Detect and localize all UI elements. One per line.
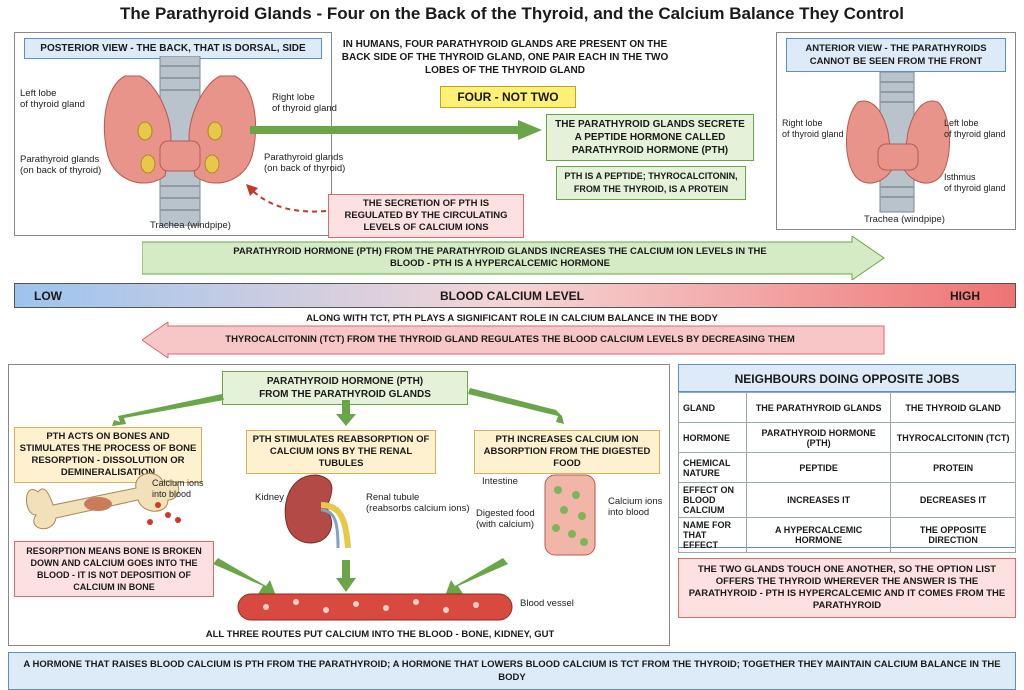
digested-food-label: Digested food (with calcium) — [476, 508, 535, 530]
bone-illustration — [26, 473, 181, 529]
comparison-table: GLAND THE PARATHYROID GLANDS THE THYROID… — [678, 392, 1016, 553]
table-cell: GLAND — [678, 392, 747, 423]
table-cell: EFFECT ON BLOOD CALCIUM — [678, 482, 747, 518]
blood-calcium-bar — [14, 283, 1016, 308]
kidney-label: Kidney — [255, 492, 285, 503]
parathyroid-gland — [207, 121, 223, 141]
table-cell: PEPTIDE — [745, 452, 892, 483]
table-row: NAME FOR THAT EFFECT A HYPERCALCEMIC HOR… — [678, 517, 1016, 553]
table-cell: INCREASES IT — [745, 482, 892, 518]
posterior-thyroid-illustration — [103, 56, 257, 226]
bone-route-box: PTH ACTS ON BONES AND STIMULATES THE PRO… — [14, 427, 202, 483]
table-cell: DECREASES IT — [890, 482, 1016, 518]
blood-vessel-illustration — [237, 593, 513, 621]
secrete-box: THE PARATHYROID GLANDS SECRETE A PEPTIDE… — [546, 114, 754, 161]
table-cell: THE THYROID GLAND — [890, 392, 1016, 423]
table-cell: CHEMICAL NATURE — [678, 452, 747, 483]
gut-route-box: PTH INCREASES CALCIUM ION ABSORPTION FRO… — [474, 430, 660, 474]
table-cell: A HYPERCALCEMIC HORMONE — [745, 517, 892, 553]
all-three-routes-text: ALL THREE ROUTES PUT CALCIUM INTO THE BL… — [205, 629, 555, 640]
touch-note-box: THE TWO GLANDS TOUCH ONE ANOTHER, SO THE… — [678, 558, 1016, 618]
anterior-view-header: ANTERIOR VIEW - THE PARATHYROIDS CANNOT … — [786, 38, 1006, 72]
isthmus-label: Isthmus of thyroid gland — [944, 172, 1006, 193]
table-cell: THYROCALCITONIN (TCT) — [890, 422, 1016, 453]
table-cell: HORMONE — [678, 422, 747, 453]
table-row: CHEMICAL NATURE PEPTIDE PROTEIN — [678, 452, 1016, 483]
parathyroid-gland — [204, 154, 220, 174]
left-lobe-label: Left lobe of thyroid gland — [20, 88, 85, 110]
intestine-label: Intestine — [482, 476, 518, 487]
calcium-high-label: HIGH — [950, 289, 980, 303]
regulated-box: THE SECRETION OF PTH IS REGULATED BY THE… — [328, 194, 524, 238]
along-with-text: ALONG WITH TCT, PTH PLAYS A SIGNIFICANT … — [306, 313, 718, 324]
table-row: HORMONE PARATHYROID HORMONE (PTH) THYROC… — [678, 422, 1016, 453]
calcium-level-label: BLOOD CALCIUM LEVEL — [440, 289, 584, 303]
gut-ions-label: Calcium ions into blood — [608, 496, 663, 518]
pth-increase-arrow — [142, 236, 885, 280]
pth-increase-text: PARATHYROID HORMONE (PTH) FROM THE PARAT… — [233, 246, 767, 269]
table-row: EFFECT ON BLOOD CALCIUM INCREASES IT DEC… — [678, 482, 1016, 518]
anterior-trachea-label: Trachea (windpipe) — [864, 214, 945, 225]
parathyroid-gland — [140, 154, 156, 174]
regulation-dashed-arrow — [246, 184, 336, 213]
renal-tubule-label: Renal tubule (reabsorbs calcium ions) — [366, 492, 470, 514]
table-cell: PARATHYROID HORMONE (PTH) — [745, 422, 892, 453]
page-title: The Parathyroid Glands - Four on the Bac… — [120, 4, 904, 23]
parathyroid-left-label: Parathyroid glands (on back of thyroid) — [20, 154, 102, 176]
parathyroid-right-label: Parathyroid glands (on back of thyroid) — [264, 152, 346, 174]
footer-summary: A HORMONE THAT RAISES BLOOD CALCIUM IS P… — [8, 652, 1016, 690]
calcium-low-label: LOW — [34, 289, 62, 303]
right-lobe-label: Right lobe of thyroid gland — [272, 92, 337, 114]
four-not-two-badge: FOUR - NOT TWO — [440, 86, 576, 108]
anterior-right-lobe-label: Right lobe of thyroid gland — [782, 118, 844, 139]
table-cell: NAME FOR THAT EFFECT — [678, 517, 747, 553]
bone-ions-label: Calcium ions into blood — [152, 478, 204, 499]
secrete-arrow — [250, 120, 542, 140]
anterior-left-lobe-label: Left lobe of thyroid gland — [944, 118, 1006, 139]
parathyroid-gland — [137, 121, 153, 141]
blood-vessel-label: Blood vessel — [520, 598, 574, 609]
resorption-note-box: RESORPTION MEANS BONE IS BROKEN DOWN AND… — [14, 541, 214, 597]
routes-arrows — [112, 388, 564, 596]
intro-text: IN HUMANS, FOUR PARATHYROID GLANDS ARE P… — [341, 39, 669, 76]
tct-decrease-arrow — [142, 322, 885, 358]
table-cell: PROTEIN — [890, 452, 1016, 483]
table-cell: THE PARATHYROID GLANDS — [745, 392, 892, 423]
tct-decrease-text: THYROCALCITONIN (TCT) FROM THE THYROID G… — [225, 334, 795, 345]
pth-source-box: PARATHYROID HORMONE (PTH) FROM THE PARAT… — [222, 371, 468, 405]
kidney-route-box: PTH STIMULATES REABSORPTION OF CALCIUM I… — [246, 430, 436, 474]
kidney-illustration — [284, 474, 351, 549]
intestine-illustration — [544, 474, 596, 556]
anterior-thyroid-illustration — [846, 72, 950, 213]
thyroid-isthmus — [159, 140, 201, 172]
trachea-label: Trachea (windpipe) — [150, 220, 231, 231]
comparison-table-title: NEIGHBOURS DOING OPPOSITE JOBS — [678, 364, 1016, 392]
table-cell: THE OPPOSITE DIRECTION — [890, 517, 1016, 553]
table-row: GLAND THE PARATHYROID GLANDS THE THYROID… — [678, 392, 1016, 423]
peptide-box: PTH IS A PEPTIDE; THYROCALCITONIN, FROM … — [556, 166, 746, 200]
